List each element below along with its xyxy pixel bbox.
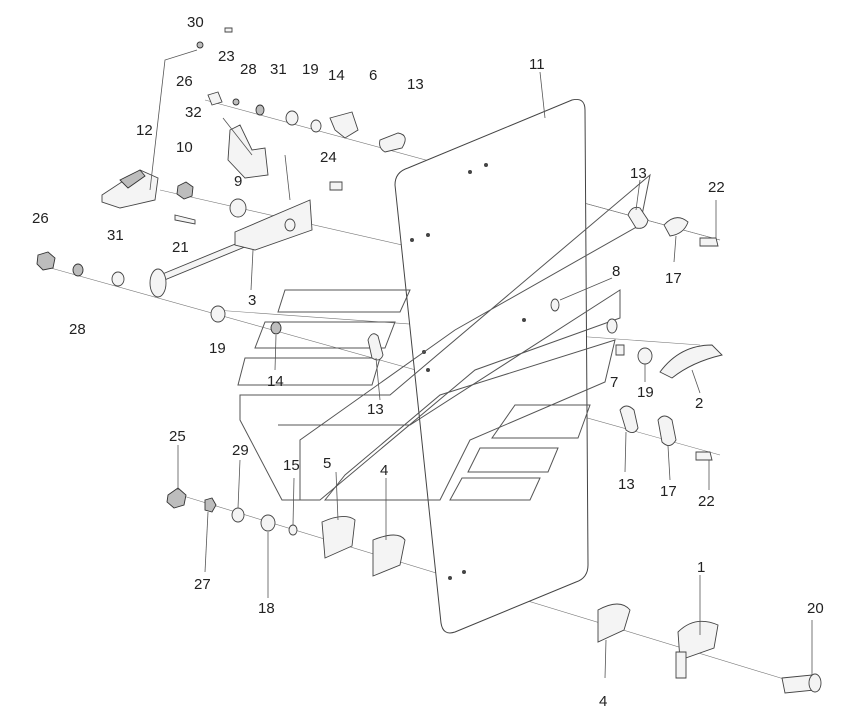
callout-24: 24 (320, 149, 337, 166)
parts (36, 27, 822, 694)
callout-19: 19 (302, 61, 319, 78)
leader-lines (149, 49, 813, 679)
callout-26: 26 (176, 73, 193, 90)
callout-31: 31 (270, 61, 287, 78)
callout-23: 23 (218, 48, 235, 65)
callout-6: 6 (369, 67, 377, 84)
callout-28: 28 (240, 61, 257, 78)
callout-12: 12 (136, 122, 153, 139)
callout-5: 5 (323, 455, 331, 472)
callout-7: 7 (610, 374, 618, 391)
callout-4: 4 (599, 693, 607, 710)
callout-4: 4 (380, 462, 388, 479)
callout-21: 21 (172, 239, 189, 256)
callout-13: 13 (407, 76, 424, 93)
callout-10: 10 (176, 139, 193, 156)
callout-14: 14 (267, 373, 284, 390)
callout-32: 32 (185, 104, 202, 121)
callout-26: 26 (32, 210, 49, 227)
callout-29: 29 (232, 442, 249, 459)
callout-31: 31 (107, 227, 124, 244)
callout-27: 27 (194, 576, 211, 593)
callout-19: 19 (209, 340, 226, 357)
callout-labels: 30 23 26 28 31 19 14 6 13 11 32 12 10 9 … (32, 14, 824, 710)
callout-17: 17 (660, 483, 677, 500)
callout-14: 14 (328, 67, 345, 84)
callout-18: 18 (258, 600, 275, 617)
callout-19: 19 (637, 384, 654, 401)
callout-13: 13 (618, 476, 635, 493)
main-panel (394, 99, 589, 634)
callout-22: 22 (698, 493, 715, 510)
callout-9: 9 (234, 173, 242, 190)
callout-13: 13 (367, 401, 384, 418)
callout-1: 1 (697, 559, 705, 576)
callout-25: 25 (169, 428, 186, 445)
decal-stripes (237, 173, 651, 501)
callout-3: 3 (248, 292, 256, 309)
callout-20: 20 (807, 600, 824, 617)
callout-28: 28 (69, 321, 86, 338)
callout-13: 13 (630, 165, 647, 182)
callout-17: 17 (665, 270, 682, 287)
callout-22: 22 (708, 179, 725, 196)
callout-8: 8 (612, 263, 620, 280)
callout-11: 11 (529, 56, 545, 73)
callout-2: 2 (695, 395, 703, 412)
callout-15: 15 (283, 457, 300, 474)
callout-30: 30 (187, 14, 204, 31)
